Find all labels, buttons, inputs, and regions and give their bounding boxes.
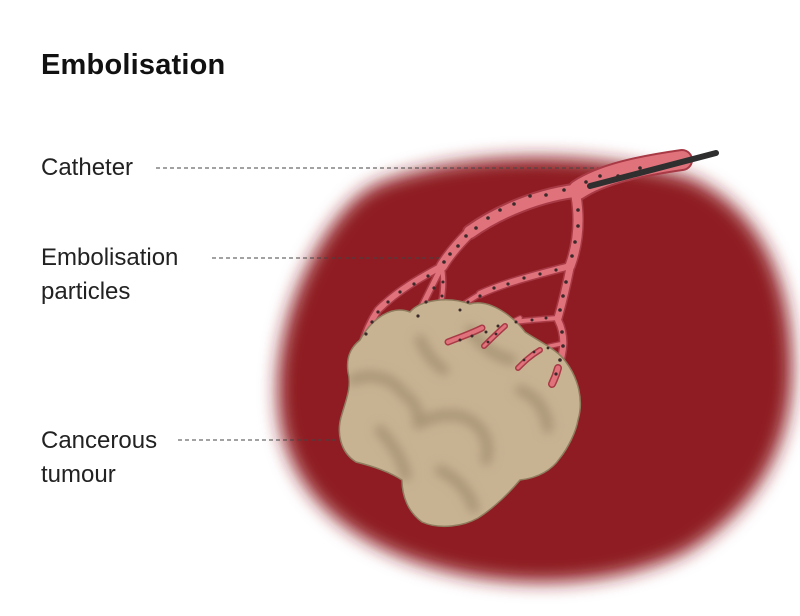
distal-vessels [444, 323, 562, 388]
label-embolisation-particles: Embolisation particles [41, 244, 179, 305]
label-catheter: Catheter [41, 154, 134, 181]
label-cancerous-tumour: Cancerous tumour [41, 427, 158, 488]
diagram-title: Embolisation [41, 49, 226, 81]
catheter [587, 150, 719, 189]
leader-lines [156, 167, 610, 441]
tumour [338, 299, 582, 528]
embolisation-particles [364, 166, 642, 376]
